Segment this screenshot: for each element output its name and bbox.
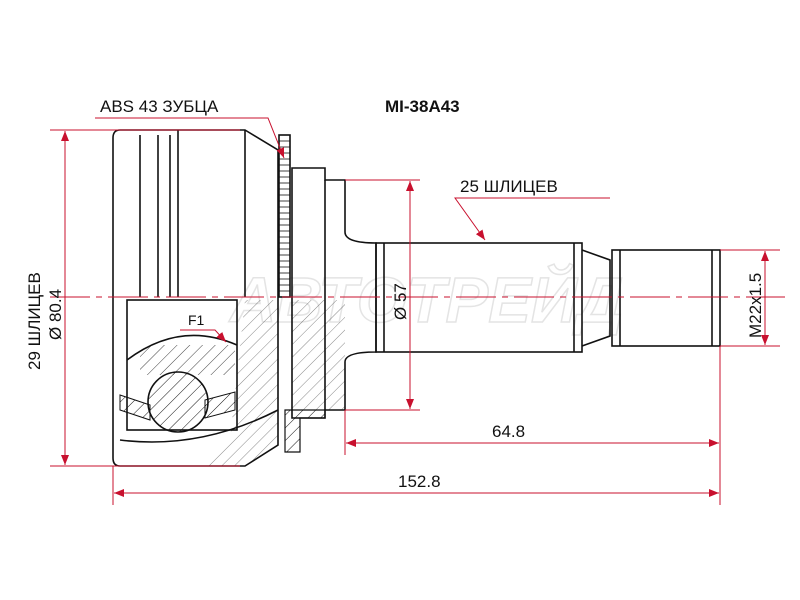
abs-label: ABS 43 ЗУБЦА: [100, 97, 219, 116]
thread-label: M22x1.5: [746, 273, 765, 338]
abs-ring: [278, 134, 291, 298]
dimension-thread: M22x1.5: [720, 249, 780, 347]
shaft-length-label: 64.8: [492, 422, 525, 441]
dimension-total-length: 152.8: [112, 466, 719, 505]
dimension-shaft-length: 64.8: [344, 346, 721, 505]
abs-callout: ABS 43 ЗУБЦА: [95, 97, 285, 159]
flange-diameter-label: Ø 57: [391, 283, 410, 320]
f1-label: F1: [188, 312, 205, 328]
dimension-housing-diameter: Ø 80.4 29 ШЛИЦЕВ: [25, 129, 240, 467]
part-number-title: MI-38A43: [385, 97, 460, 116]
dimension-flange-diameter: Ø 57: [345, 179, 420, 411]
housing-diameter-label: Ø 80.4: [46, 289, 65, 340]
f1-callout: F1: [180, 312, 227, 343]
outer-splines-label: 25 ШЛИЦЕВ: [460, 177, 558, 196]
splines-callout: 25 ШЛИЦЕВ: [454, 177, 610, 241]
total-length-label: 152.8: [398, 472, 441, 491]
inner-splines-label: 29 ШЛИЦЕВ: [25, 272, 44, 370]
